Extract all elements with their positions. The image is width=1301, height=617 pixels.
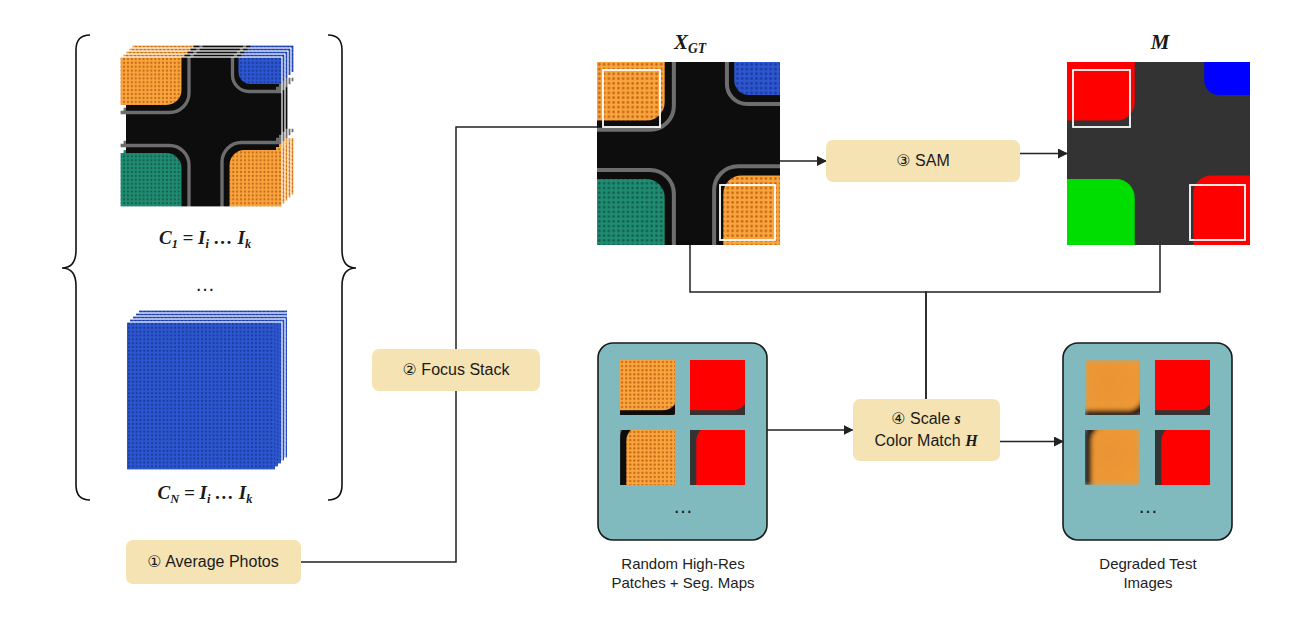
patch-grid [948, 293, 1301, 551]
box-label: ④ Scale s Color Match H [870, 408, 982, 451]
photo-stack: C1 = Ii … Ik [120, 45, 294, 207]
connector [780, 160, 826, 162]
left-brace [62, 35, 90, 500]
process-box: ① Average Photos [126, 540, 301, 584]
connector [690, 245, 926, 399]
node-label: Random High-Res Patches + Seg. Maps [595, 554, 771, 593]
process-box: ④ Scale s Color Match H [853, 399, 1000, 461]
process-box: ② Focus Stack [372, 349, 540, 391]
patch-panel: …Degraded Test Images [1063, 343, 1232, 540]
segmentation-map [1030, 25, 1286, 281]
connector [1020, 153, 1067, 155]
box-label: ① Average Photos [147, 551, 278, 573]
ellipsis: … [195, 273, 215, 296]
process-box: ③ SAM [826, 140, 1020, 182]
node-label: … [673, 495, 693, 518]
photo-stack [120, 310, 294, 470]
node-label: C1 = Ii … Ik [159, 227, 251, 249]
node-label: … [1138, 495, 1158, 518]
patch-grid [483, 293, 878, 551]
box-label: ② Focus Stack [403, 359, 510, 381]
box-label: ③ SAM [896, 150, 949, 172]
patch-panel: …Random High-Res Patches + Seg. Maps [598, 343, 767, 540]
node-label: M [1151, 30, 1170, 55]
photo-stack: CN = Ii … Ik [120, 310, 294, 470]
connector [301, 391, 457, 562]
segmentation-map: M [1067, 62, 1250, 245]
connector [456, 127, 597, 349]
photo-stack [93, 12, 323, 240]
node-label: CN = Ii … Ik [158, 482, 253, 504]
ground-truth-image: XGT [597, 62, 780, 245]
connector [1000, 441, 1064, 443]
connector [767, 429, 853, 431]
node-label: Degraded Test Images [1087, 554, 1209, 593]
node-label: XGT [674, 30, 706, 55]
connector [926, 245, 1160, 399]
right-brace [328, 35, 356, 500]
